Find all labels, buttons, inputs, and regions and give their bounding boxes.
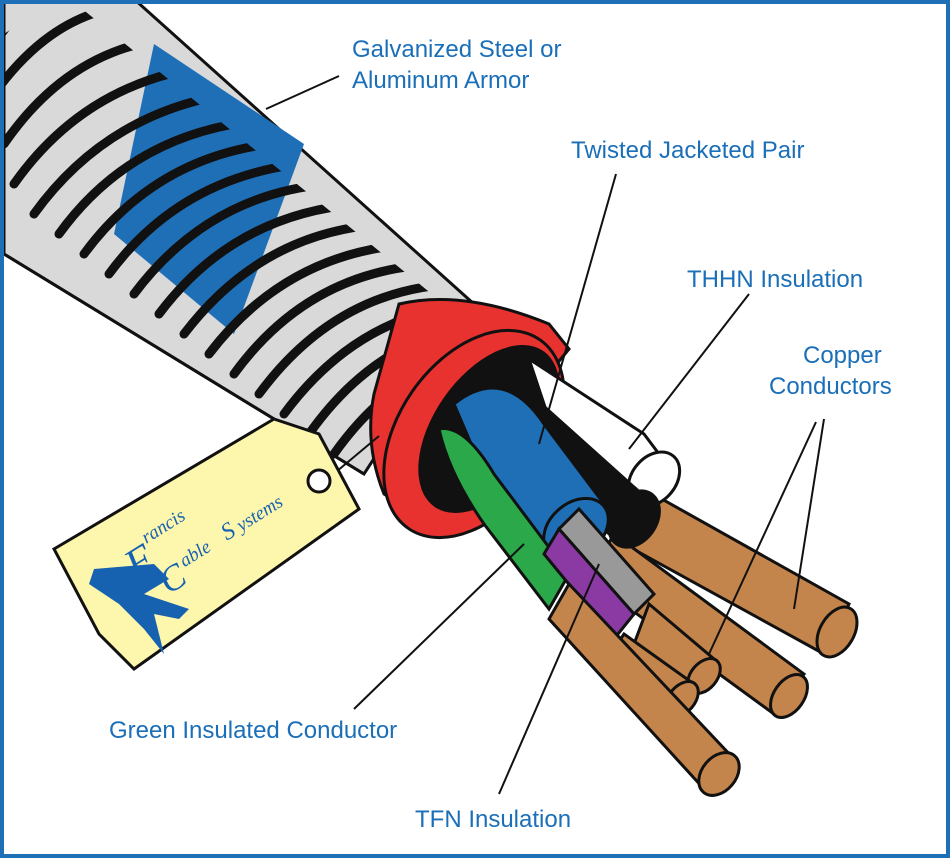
green-insulated-conductor: [437, 427, 571, 612]
label-tfn: TFN Insulation: [415, 806, 572, 833]
copper-conductors-front: [547, 581, 741, 797]
label-thhn: THHN Insulation: [687, 266, 864, 293]
armor-body: [4, 4, 544, 477]
label-copper: Copper Conductors: [769, 340, 892, 402]
label-copper-line-1: Copper: [803, 342, 882, 369]
label-twisted-pair: Twisted Jacketed Pair: [571, 137, 805, 164]
leader-lines: [265, 75, 825, 795]
label-copper-line-2: Conductors: [769, 373, 892, 400]
label-armor-line-1: Galvanized Steel or: [352, 36, 562, 63]
armored-cable-illustration: F rancis C able S ystems: [4, 4, 859, 797]
company-logo-icon: [89, 564, 189, 654]
label-green-conductor: Green Insulated Conductor: [109, 717, 398, 744]
manufacturer-tag: F rancis C able S ystems: [52, 417, 380, 671]
label-armor: Galvanized Steel or Aluminum Armor: [352, 34, 561, 96]
label-armor-line-2: Aluminum Armor: [352, 67, 530, 94]
